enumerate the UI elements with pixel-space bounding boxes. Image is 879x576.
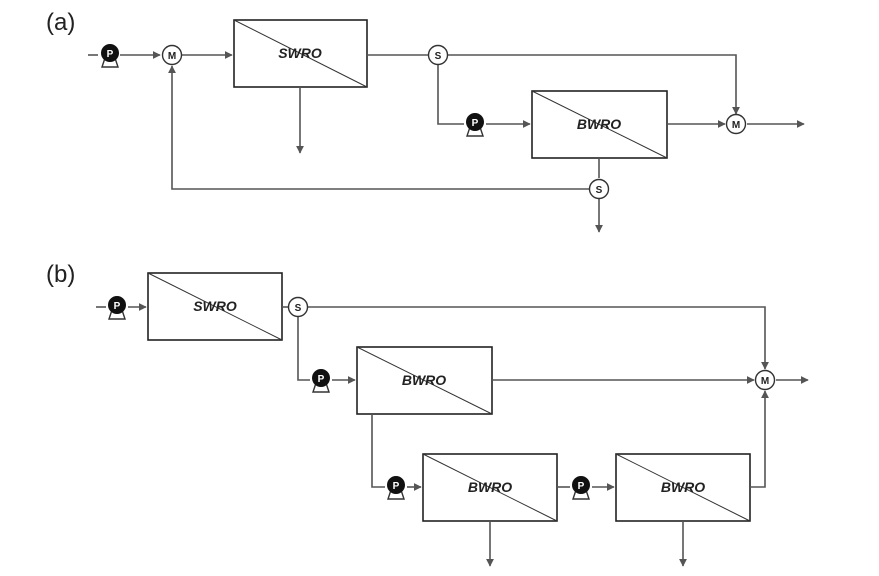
splitter-circle: [427, 44, 449, 66]
pump-icon: P: [466, 113, 484, 137]
mixer-node: M: [725, 113, 747, 135]
pump-body: [312, 369, 330, 387]
recycle-line-a: [168, 65, 589, 190]
panel-a: (a) SWRO BWRO: [46, 9, 805, 233]
bwro-label-2-b: BWRO: [468, 479, 512, 495]
mixer-circle: [754, 369, 776, 391]
panel-b-label: (b): [46, 261, 75, 288]
splitter-to-pump-line-b: [297, 317, 310, 381]
pump-icon: P: [572, 476, 590, 500]
pump-label: P: [107, 49, 114, 60]
membrane-diagonal: [233, 19, 368, 88]
membrane-diagonal: [615, 453, 751, 522]
mixer-label: M: [761, 376, 769, 387]
pump-label: P: [578, 481, 585, 492]
membrane-diagonal: [422, 453, 558, 522]
pump-body: [387, 476, 405, 494]
mixer-label: M: [732, 120, 740, 131]
swro-unit-a: SWRO: [233, 19, 368, 88]
membrane-diagonal: [356, 346, 493, 415]
splitter-node: S: [427, 44, 449, 66]
membrane-diagonal: [531, 90, 668, 159]
panel-b: (b) SWRO BWRO: [46, 261, 809, 567]
pump-label: P: [393, 481, 400, 492]
bwro-label-3-b: BWRO: [661, 479, 705, 495]
bwro-unit-a: BWRO: [531, 90, 668, 159]
bwro-unit-3-b: BWRO: [615, 453, 751, 522]
splitter-label: S: [596, 185, 603, 196]
splitter-label: S: [435, 51, 442, 62]
bwro-label-a: BWRO: [577, 116, 621, 132]
bwro1-concentrate-line-b: [371, 414, 385, 488]
pump-body: [101, 44, 119, 62]
bwro-label-1-b: BWRO: [402, 372, 446, 388]
mixer-circle: [161, 44, 183, 66]
pump-icon: P: [101, 44, 119, 68]
bypass-line-a: [448, 54, 740, 115]
bwro-unit-1-b: BWRO: [356, 346, 493, 415]
panel-a-label: (a): [46, 9, 75, 36]
splitter-node: S: [588, 178, 610, 200]
pump-icon: P: [312, 369, 330, 393]
mixer-circle: [725, 113, 747, 135]
bwro3-to-mixer-line-b: [750, 390, 769, 488]
swro-unit-b: SWRO: [147, 272, 283, 341]
pump-body: [108, 296, 126, 314]
splitter-circle: [287, 296, 309, 318]
splitter-node: S: [287, 296, 309, 318]
swro-label-b: SWRO: [193, 298, 237, 314]
pump-body: [572, 476, 590, 494]
bypass-line-b: [308, 306, 769, 370]
pump-icon: P: [387, 476, 405, 500]
mixer-node: M: [754, 369, 776, 391]
bwro-unit-2-b: BWRO: [422, 453, 558, 522]
splitter-label: S: [295, 303, 302, 314]
splitter-circle: [588, 178, 610, 200]
mixer-node: M: [161, 44, 183, 66]
pump-body: [466, 113, 484, 131]
pump-label: P: [114, 301, 121, 312]
membrane-diagonal: [147, 272, 283, 341]
mixer-label: M: [168, 51, 176, 62]
pump-label: P: [318, 374, 325, 385]
pump-label: P: [472, 118, 479, 129]
splitter-to-pump-line-a: [437, 65, 464, 125]
swro-label-a: SWRO: [278, 45, 322, 61]
pump-icon: P: [108, 296, 126, 320]
